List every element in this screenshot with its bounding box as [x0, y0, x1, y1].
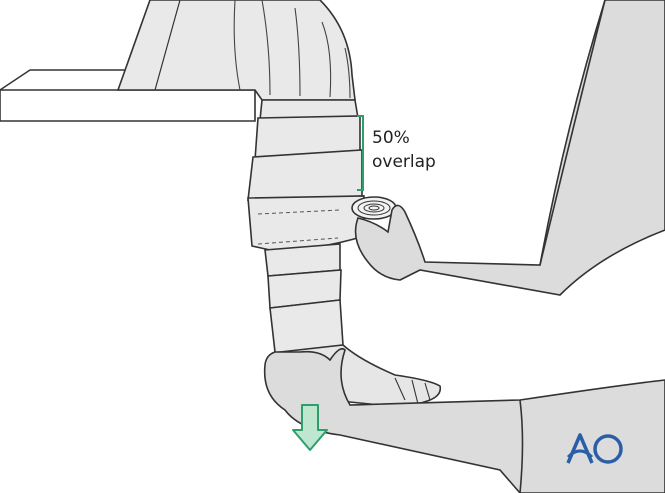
arrow-down-icon: [292, 404, 328, 451]
overlap-bracket: [357, 115, 364, 191]
overlap-word: overlap: [372, 152, 436, 172]
upper-hand-arm: [354, 0, 665, 296]
knee-bandage: [247, 99, 365, 251]
thigh-bandage: [116, 0, 356, 101]
ao-logo: AO: [566, 431, 624, 465]
lower-hand-arm: [263, 347, 665, 493]
overlap-label: 50% overlap: [372, 126, 436, 174]
bandage-roll: [351, 196, 397, 220]
ao-logo-mark: [566, 433, 623, 464]
calf-bandage: [264, 243, 344, 356]
overlap-value: 50%: [372, 128, 410, 148]
